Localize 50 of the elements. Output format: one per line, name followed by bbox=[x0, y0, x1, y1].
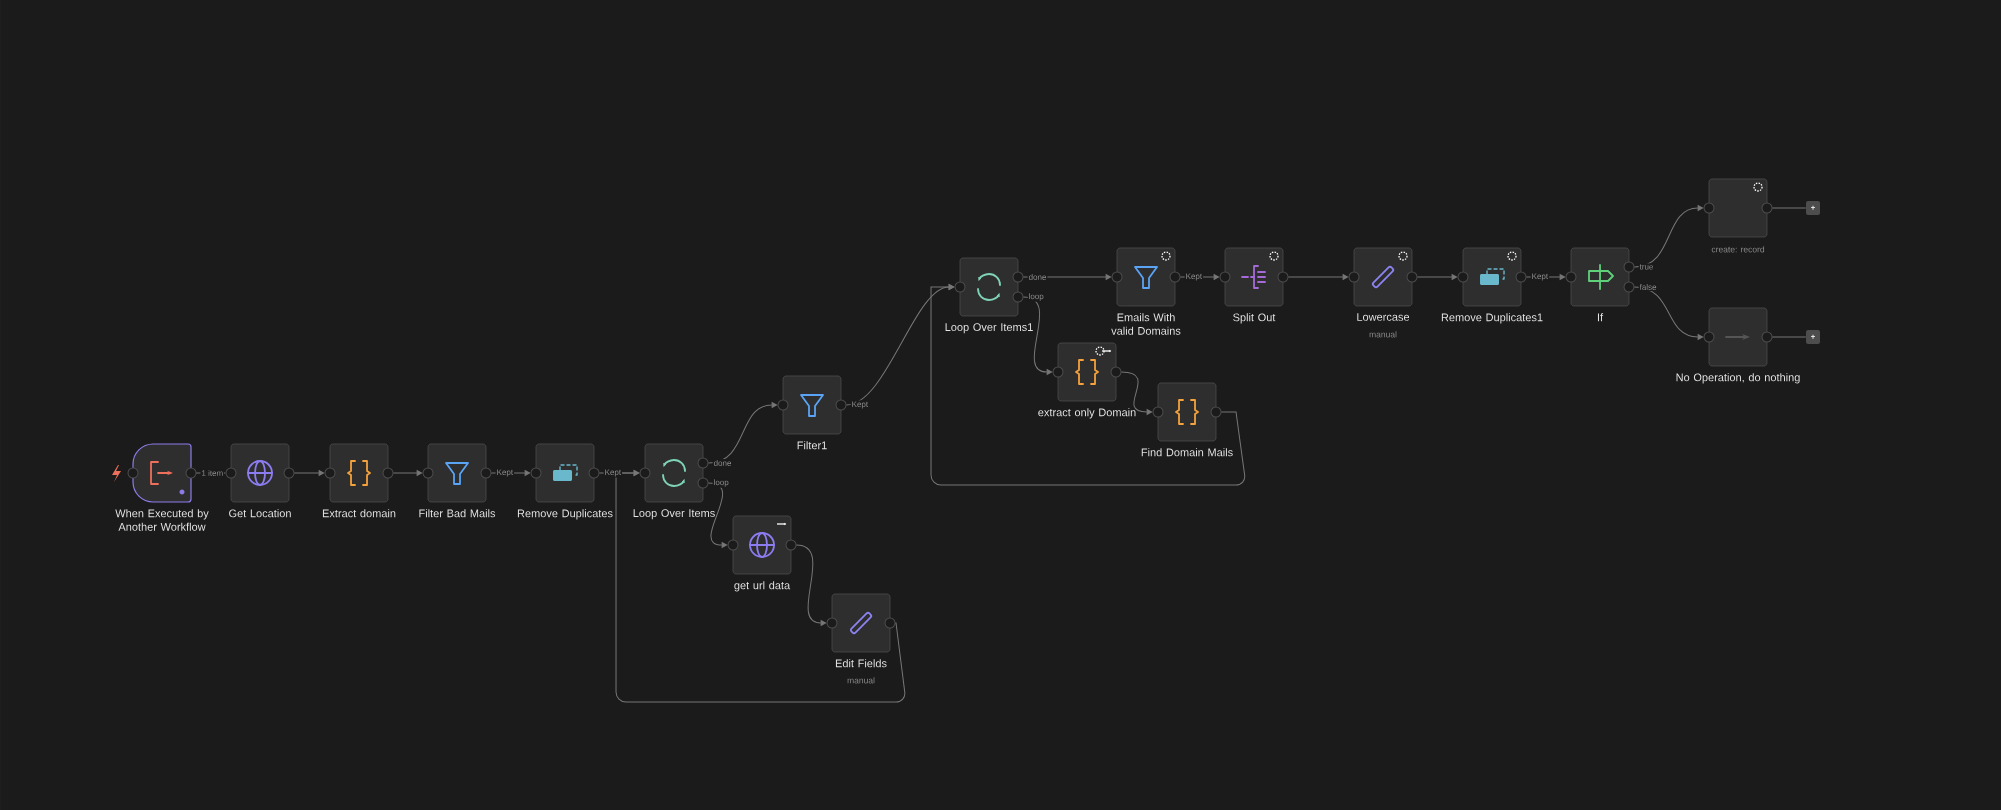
connector-arrow bbox=[293, 470, 324, 476]
connector-arrow bbox=[707, 482, 727, 548]
connector-arrow bbox=[930, 284, 1246, 486]
edge-label: loop bbox=[1027, 292, 1045, 302]
connector-arrow bbox=[392, 470, 422, 476]
node-title: Remove Duplicates bbox=[517, 509, 613, 520]
node-subtitle: manual bbox=[847, 677, 875, 684]
edge-label: true bbox=[1638, 263, 1655, 271]
connector-arrow bbox=[1022, 274, 1111, 280]
node-title: Get Location bbox=[229, 509, 291, 518]
node-title: Remove Duplicates1 bbox=[1441, 313, 1543, 324]
connector-arrow bbox=[1179, 274, 1219, 280]
edge-label: Kept bbox=[1530, 272, 1550, 282]
edge-label: Kept bbox=[1184, 272, 1204, 282]
node-title: When Executed by Another Workflow bbox=[115, 509, 209, 531]
edge-label: done bbox=[712, 459, 733, 467]
connector-arrow bbox=[707, 402, 777, 464]
connector-arrow bbox=[1120, 371, 1152, 415]
node-title: get url data bbox=[734, 581, 791, 592]
node-subtitle: create: record bbox=[1711, 246, 1765, 253]
edge-label: Kept bbox=[850, 400, 870, 410]
node-title: Filter Bad Mails bbox=[419, 509, 496, 518]
node-title: extract only Domain bbox=[1038, 408, 1136, 419]
connector-arrow bbox=[1525, 274, 1565, 280]
node-title: Lowercase bbox=[1357, 313, 1410, 321]
connector-arrow bbox=[490, 470, 530, 476]
node-title: If bbox=[1598, 313, 1604, 322]
node-title: Loop Over Items1 bbox=[945, 323, 1033, 334]
edge-label: loop bbox=[712, 478, 730, 488]
node-title: Emails With valid Domains bbox=[1111, 313, 1181, 335]
connector-arrow bbox=[1633, 286, 1703, 340]
edge-label: done bbox=[1027, 273, 1048, 281]
edge-label: false bbox=[1638, 283, 1658, 291]
node-title: Loop Over Items bbox=[633, 509, 715, 520]
edge-label: 1 item bbox=[200, 469, 225, 477]
node-title: Find Domain Mails bbox=[1141, 448, 1233, 457]
connector-arrow bbox=[1022, 296, 1052, 375]
connector-arrow bbox=[1633, 205, 1703, 268]
connector-arrow bbox=[615, 470, 906, 703]
connector-arrow bbox=[795, 544, 826, 626]
node-title: Edit Fields bbox=[835, 659, 887, 668]
edge-label: Kept bbox=[603, 468, 623, 478]
node-subtitle: manual bbox=[1369, 331, 1397, 338]
edge-label: Kept bbox=[495, 468, 515, 478]
connector-arrow bbox=[1416, 274, 1457, 280]
node-title: Extract domain bbox=[322, 509, 396, 518]
node-title: Split Out bbox=[1233, 313, 1276, 324]
node-title: No Operation, do nothing bbox=[1676, 373, 1800, 384]
node-title: Filter1 bbox=[797, 441, 827, 450]
connector-arrow bbox=[1287, 274, 1348, 280]
